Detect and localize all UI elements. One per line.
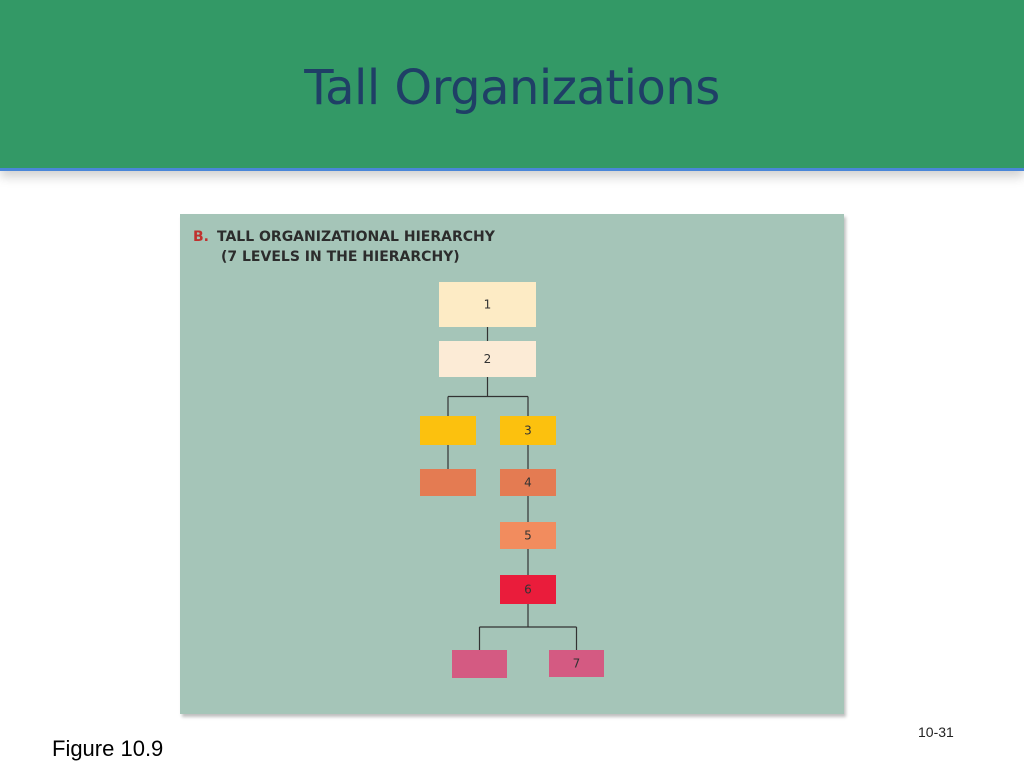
slide-title: Tall Organizations <box>304 60 720 116</box>
hierarchy-box-n7a <box>452 650 507 678</box>
hierarchy-box-n7 <box>549 650 604 677</box>
figure-heading: B. TALL ORGANIZATIONAL HIERARCHY (7 LEVEL… <box>193 227 495 267</box>
hierarchy-level-label: 6 <box>524 583 532 597</box>
figure-caption: Figure 10.9 <box>52 736 164 761</box>
figure-prefix: B. <box>193 229 209 245</box>
hierarchy-box-n2 <box>439 341 536 377</box>
figure-heading-line1: TALL ORGANIZATIONAL HIERARCHY <box>217 229 495 245</box>
hierarchy-box-n3a <box>420 416 476 445</box>
figure-panel: 1 2 3 4 5 6 7 B. TALL ORGANIZATIONAL HIERARCHY … <box>180 214 844 714</box>
hierarchy-level-label: 4 <box>524 476 532 490</box>
hierarchy-box-n3 <box>500 416 556 445</box>
hierarchy-box-n4 <box>500 469 556 496</box>
hierarchy-level-label: 3 <box>524 424 532 438</box>
page-number: 10-31 <box>918 724 954 740</box>
hierarchy-box-n4a <box>420 469 476 496</box>
hierarchy-level-label: 1 <box>484 298 492 312</box>
figure-heading-line2: (7 LEVELS IN THE HIERARCHY) <box>221 249 460 265</box>
hierarchy-level-label: 7 <box>573 657 581 671</box>
hierarchy-diagram: 1 2 3 4 5 6 7 <box>420 282 604 678</box>
hierarchy-level-label: 5 <box>524 529 532 543</box>
title-bar <box>0 0 1024 171</box>
hierarchy-box-n5 <box>500 522 556 549</box>
hierarchy-box-n1 <box>439 282 536 327</box>
hierarchy-box-n6 <box>500 575 556 604</box>
hierarchy-level-label: 2 <box>484 352 492 366</box>
